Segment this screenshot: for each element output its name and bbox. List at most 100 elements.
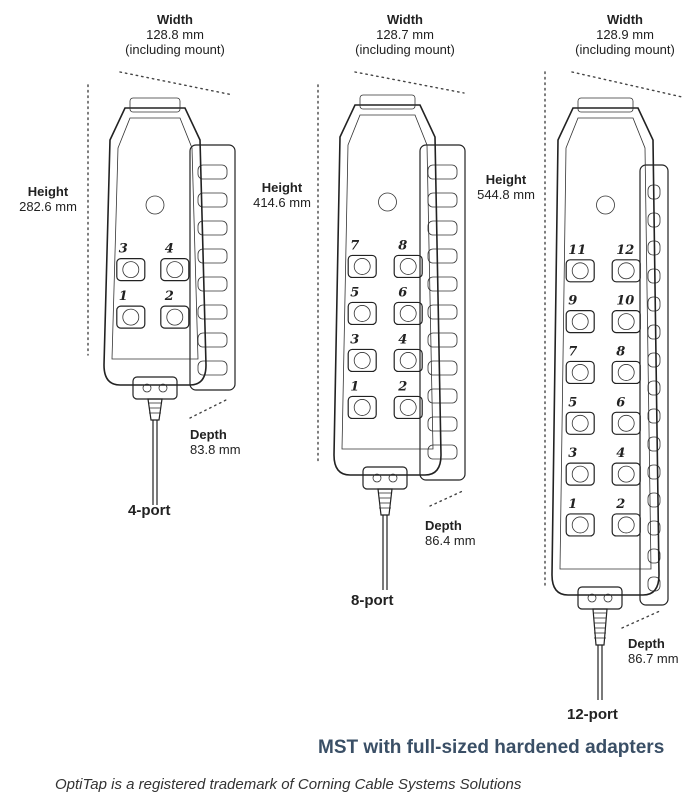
port-adapter: 8 [393,238,423,279]
cable-boot [147,398,163,421]
port-ferrule [617,313,635,331]
unit2-height-title: Height [261,180,303,195]
mount-slot [197,220,228,236]
housing-center-boss [596,195,615,215]
unit3-width-label: Width 128.9 mm (including mount) [560,12,690,57]
port-adapter: 10 [611,294,641,334]
housing-top-ear [129,97,181,113]
port-adapter: 2 [393,379,423,420]
unit3-width-title: Width [607,12,643,27]
mount-slot [647,492,661,508]
unit2-depth-value: 86.4 mm [425,533,476,548]
stub-bolt [587,593,597,603]
port-nut [160,258,190,282]
port-nut [347,395,377,420]
housing-inner-outline [111,117,199,360]
port-nut [393,301,423,326]
port-ferrule [399,352,417,369]
width-dimension-line [119,71,234,96]
stub-bolt [388,473,398,483]
stub-bolt [372,473,382,483]
housing-body [333,104,442,476]
port-adapter: 8 [611,344,641,385]
stub-bolt [142,383,152,393]
port-ferrule [617,465,635,483]
housing-center-boss [378,192,397,212]
mount-slot [647,408,661,424]
unit1-port-label: 4-port [128,502,171,519]
mount-slot [647,464,661,480]
port-number: 2 [615,497,625,512]
port-ferrule [122,261,140,279]
port-number: 1 [119,289,128,304]
mount-slot [427,444,458,460]
housing-body [103,107,207,386]
unit1-depth-label: Depth 83.8 mm [190,427,270,457]
mount-slot [427,416,458,432]
port-ferrule [166,261,184,279]
port-ferrule [617,364,635,381]
unit2-depth-label: Depth 86.4 mm [425,518,505,548]
port-ferrule [166,308,184,326]
unit3-height-label: Height 544.8 mm [466,172,546,202]
port-nut [565,259,595,283]
unit1-depth-value: 83.8 mm [190,442,241,457]
port-number: 3 [568,446,577,461]
unit2-width-title: Width [387,12,423,27]
port-nut [611,310,641,334]
port-nut [347,301,377,326]
stub-connector-block [362,466,408,490]
port-number: 3 [119,242,128,257]
port-nut [116,258,146,282]
unit3-height-title: Height [485,172,527,187]
unit3-depth-value: 86.7 mm [628,651,679,666]
unit3-port-label: 12-port [567,706,618,723]
mount-slot [427,360,458,376]
port-ferrule [571,414,589,432]
unit1-width-label: Width 128.8 mm (including mount) [110,12,240,57]
port-adapter: 5 [347,285,377,326]
port-number: 7 [350,238,359,253]
port-adapter: 2 [611,497,641,537]
mount-slot [647,268,661,284]
port-number: 2 [164,289,174,304]
port-number: 4 [165,242,174,257]
port-ferrule [571,364,589,381]
port-number: 6 [398,285,407,300]
port-adapter: 6 [393,285,423,326]
width-dimension-line [571,71,683,98]
unit2-height-value: 414.6 mm [253,195,311,210]
port-nut [393,254,423,279]
mount-slot [647,436,661,452]
port-adapter: 9 [565,294,595,334]
port-adapter: 3 [347,332,377,373]
port-adapter: 3 [116,242,146,282]
port-nut [565,411,595,435]
port-ferrule [399,258,417,275]
mount-slot [647,520,661,536]
unit1-height-title: Height [27,184,69,199]
unit3-width-note: (including mount) [575,42,675,57]
mount-slot [427,388,458,404]
mount-slot [647,296,661,312]
housing-top-ear [577,97,634,113]
housing-center-boss [145,195,165,215]
unit3-depth-label: Depth 86.7 mm [628,636,694,666]
port-number: 2 [397,379,407,394]
port-adapter: 11 [565,243,595,283]
port-nut [116,305,146,329]
port-number: 5 [568,395,577,410]
port-ferrule [617,414,635,432]
port-ferrule [353,352,371,369]
unit1-depth-title: Depth [190,427,227,442]
port-nut [565,310,595,334]
mount-slot [197,192,228,208]
housing-inner-outline [559,117,652,570]
port-nut [393,395,423,420]
port-ferrule [571,516,589,534]
stub-connector-block [132,376,178,400]
port-adapter: 5 [565,395,595,435]
